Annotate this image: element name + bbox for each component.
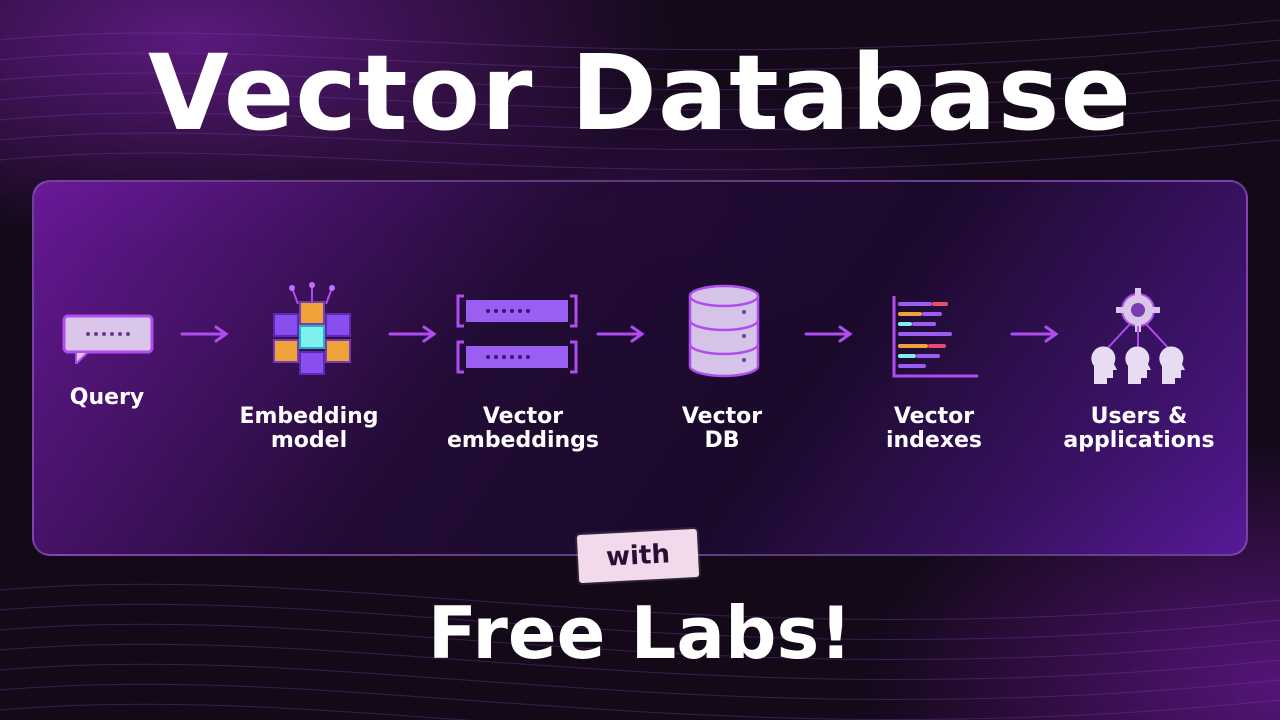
step-label-line: Vector [482, 404, 564, 429]
step-label-line: Users & [1090, 404, 1188, 429]
step-label-line: Vector [893, 404, 975, 429]
chat-bubble-icon [62, 314, 154, 364]
index-chart-icon [892, 296, 978, 378]
step-label-line: DB [704, 428, 740, 453]
step-label-users-applications: Users & applications [1039, 405, 1239, 453]
users-network-icon [1091, 288, 1185, 384]
arrow-right-icon [596, 325, 645, 343]
step-label-line: model [270, 428, 348, 453]
step-label-line: Query [69, 385, 145, 410]
step-label-vector-embeddings: Vector embeddings [423, 405, 623, 453]
database-icon [688, 284, 760, 378]
arrow-right-icon [180, 325, 229, 343]
page-subtitle: Free Labs! [427, 591, 853, 675]
step-label-line: embeddings [446, 428, 600, 453]
arrow-right-icon [388, 325, 437, 343]
step-label-vector-indexes: Vector indexes [834, 405, 1034, 453]
page-title: Vector Database [147, 32, 1133, 154]
step-label-query: Query [7, 386, 207, 410]
flow-panel [32, 180, 1248, 556]
step-label-line: Vector [681, 404, 763, 429]
vector-bars-icon [456, 294, 578, 374]
with-tag: with [576, 528, 700, 584]
arrow-right-icon [804, 325, 853, 343]
step-label-line: indexes [885, 428, 983, 453]
cube-cluster-icon [273, 282, 351, 375]
step-label-embedding-model: Embedding model [209, 405, 409, 453]
arrow-right-icon [1010, 325, 1059, 343]
step-label-line: Embedding [239, 404, 379, 429]
step-label-line: applications [1063, 428, 1215, 453]
step-label-vector-db: Vector DB [622, 405, 822, 453]
